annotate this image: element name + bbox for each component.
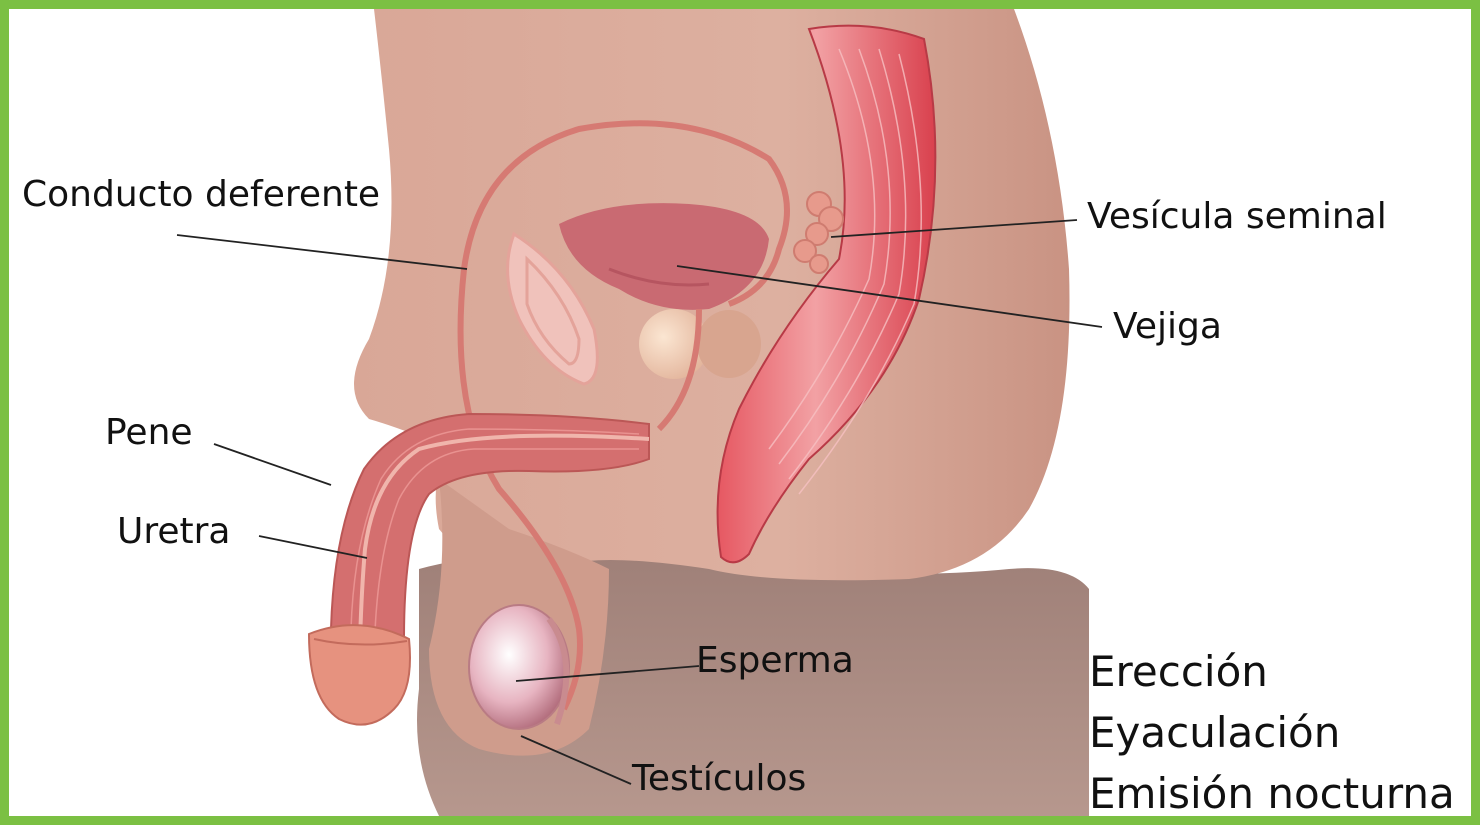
- process-item-emision-nocturna: Emisión nocturna: [1089, 763, 1455, 824]
- label-vesicula-seminal: Vesícula seminal: [1087, 199, 1387, 235]
- label-conducto-deferente: Conducto deferente: [22, 177, 380, 213]
- label-esperma: Esperma: [696, 643, 854, 679]
- process-list: Erección Eyaculación Emisión nocturna: [1089, 641, 1455, 824]
- process-item-eyaculacion: Eyaculación: [1089, 702, 1455, 763]
- label-testiculos: Testículos: [632, 761, 806, 797]
- label-vejiga: Vejiga: [1113, 309, 1222, 345]
- label-pene: Pene: [105, 415, 193, 451]
- label-uretra: Uretra: [117, 514, 230, 550]
- process-item-ereccion: Erección: [1089, 641, 1455, 702]
